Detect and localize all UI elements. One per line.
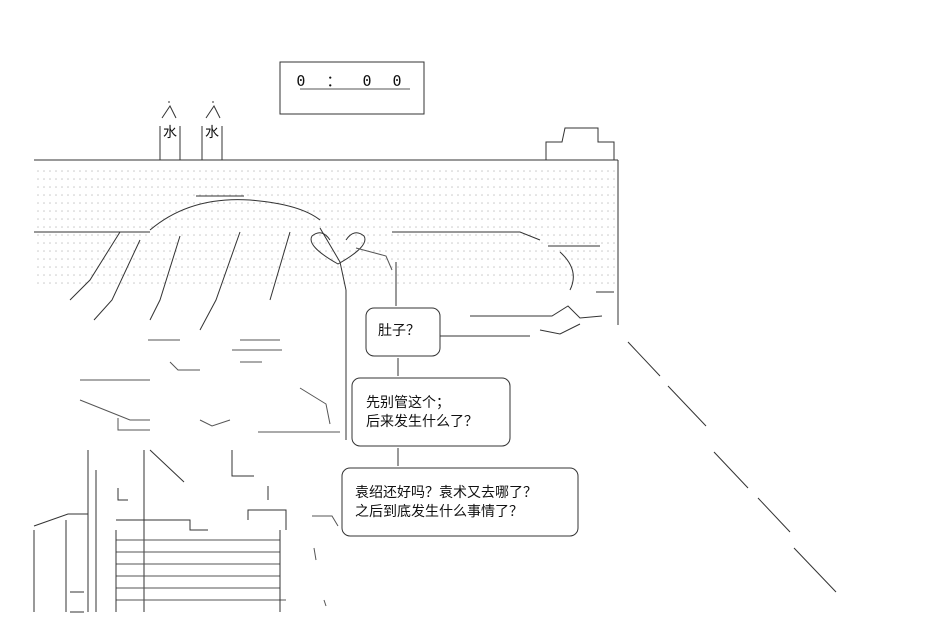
clock-frame [279, 61, 425, 115]
bottles [159, 101, 223, 160]
bubble-reply-line-1: 先别管这个； [366, 395, 450, 411]
dotted-wall [34, 164, 618, 288]
bubble-belly-frame [365, 307, 441, 357]
bubble-question-line-2: 之后到底发生什么事情了？ [355, 504, 523, 520]
bottle-label-2: 水 [205, 125, 219, 141]
box-on-counter [545, 127, 615, 160]
listener-figure [355, 231, 614, 337]
bubble-reply-line-2: 后来发生什么了？ [366, 414, 478, 430]
bottle-label-1: 水 [163, 125, 177, 141]
motion-lines [627, 341, 837, 593]
character-figure [33, 195, 366, 613]
bubble-reply-frame [351, 377, 511, 447]
bubble-belly-text: 肚子？ [378, 323, 420, 339]
timer-display: 0 ： 0 0 [296, 72, 408, 90]
bubble-question-line-1: 袁绍还好吗？袁术又去哪了？ [355, 485, 537, 501]
bubble-question-frame [341, 467, 579, 537]
